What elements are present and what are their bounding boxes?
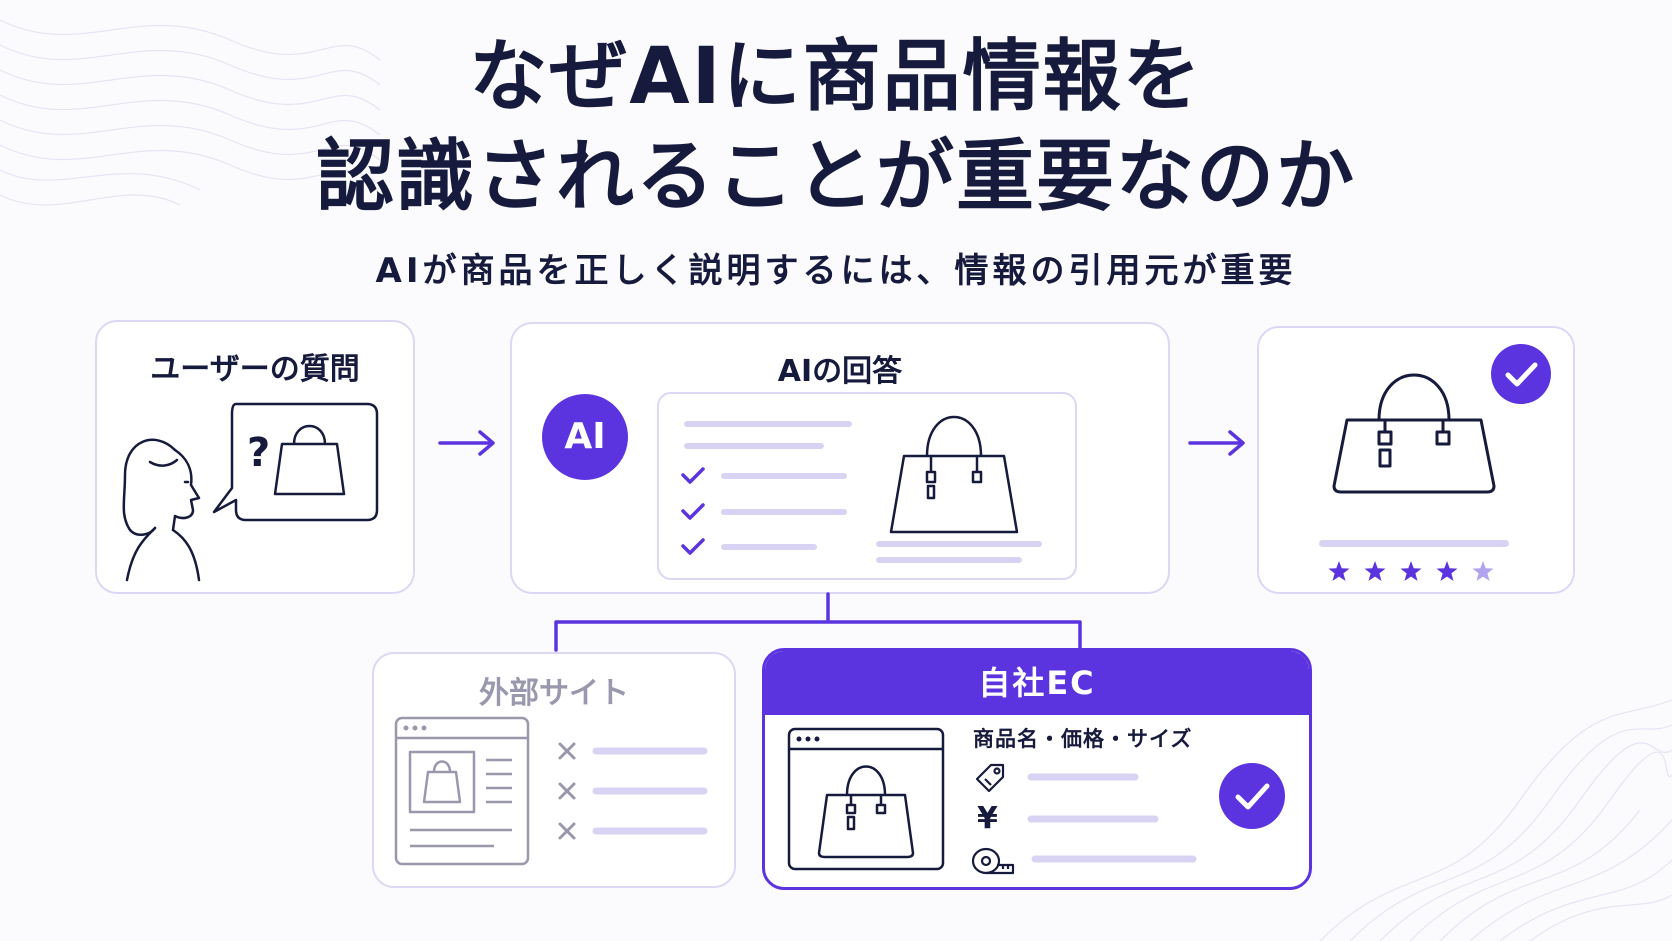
external-site-card-title: 外部サイト — [479, 676, 629, 711]
star-icon — [1436, 561, 1458, 581]
invalid-info-list — [558, 742, 708, 840]
own-ec-card: 自社EC 商品名・価格・サイズ ¥ — [762, 648, 1312, 890]
cross-icon — [558, 742, 576, 760]
speech-bubble-icon — [212, 402, 379, 522]
star-icon — [1400, 561, 1422, 581]
result-product-card — [1257, 326, 1575, 594]
user-question-card-title: ユーザーの質問 — [150, 352, 360, 387]
user-question-card: ユーザーの質問 ? — [95, 320, 415, 594]
woman-icon — [122, 438, 201, 582]
tape-measure-icon — [971, 847, 1015, 875]
page-subtitle: AIが商品を正しく説明するには、情報の引用元が重要 — [375, 251, 1297, 291]
bag-icon — [1332, 373, 1496, 494]
product-info-label: 商品名・価格・サイズ — [973, 727, 1193, 751]
ai-badge: AI — [542, 394, 628, 480]
page-title-line-2: 認識されることが重要なのか — [315, 132, 1356, 222]
own-ec-card-title: 自社EC — [765, 651, 1309, 715]
cross-icon — [558, 822, 576, 840]
arrow-right-icon — [438, 430, 495, 456]
arrow-right-icon — [1188, 430, 1245, 456]
rating-stars — [1328, 561, 1494, 581]
verified-check-badge — [1491, 344, 1551, 404]
ai-answer-panel — [657, 392, 1077, 580]
check-icon — [681, 538, 705, 555]
star-icon — [1364, 561, 1386, 581]
browser-window-icon — [394, 716, 530, 866]
star-icon — [1472, 561, 1494, 581]
ai-badge-label: AI — [564, 416, 606, 457]
browser-window-icon — [787, 727, 945, 871]
cross-icon — [558, 782, 576, 800]
check-icon — [681, 467, 705, 484]
product-description-line — [1319, 540, 1509, 547]
check-icon — [681, 503, 705, 520]
yen-icon: ¥ — [977, 801, 998, 836]
answer-lines — [681, 415, 1042, 563]
question-mark: ? — [247, 430, 271, 476]
tag-icon — [975, 763, 1005, 793]
external-site-card: 外部サイト — [372, 652, 736, 888]
ai-answer-card-title: AIの回答 — [777, 354, 903, 389]
product-info-lines — [1027, 773, 1197, 863]
bag-icon — [889, 415, 1019, 534]
check-icon — [1505, 362, 1538, 387]
page-title-line-1: なぜAIに商品情報を — [469, 32, 1203, 122]
verified-check-badge — [1219, 763, 1285, 829]
ai-answer-card: AIの回答 AI — [510, 322, 1170, 594]
star-icon — [1328, 561, 1350, 581]
check-icon — [1235, 783, 1270, 810]
